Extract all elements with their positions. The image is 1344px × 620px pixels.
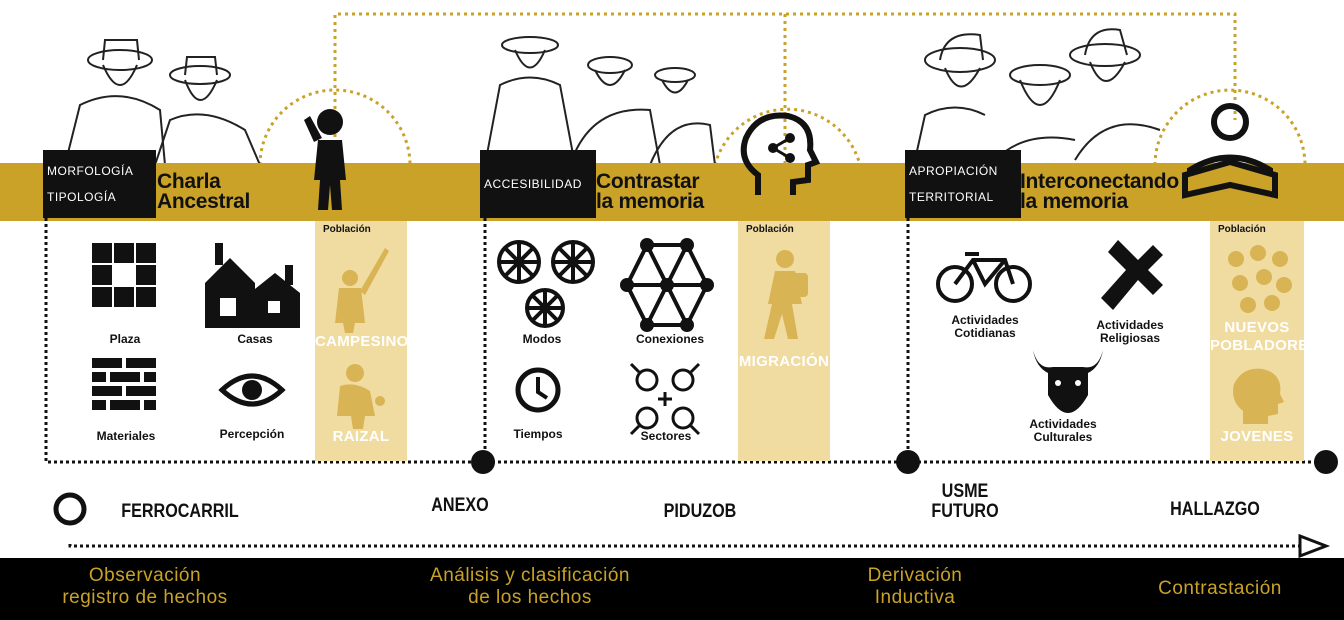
label-plaza: Plaza <box>109 332 141 346</box>
population-column-1: Población CAMPESINO RAIZAL <box>315 221 409 461</box>
population-campesino: CAMPESINO <box>315 333 409 350</box>
label-actividades-cotidianas: Actividades Cotidianas <box>951 313 1019 340</box>
section3-tag-line1: APROPIACIÓN <box>909 164 998 178</box>
walking-migrant-icon <box>764 250 808 339</box>
head-network-icon <box>740 112 821 195</box>
phases-bar <box>0 558 1344 620</box>
phase-observacion: Observación registro de hechos <box>40 565 250 609</box>
stop-usme-futuro: USME FUTURO <box>931 481 999 522</box>
plaza-icon <box>92 243 156 307</box>
section1-tag-line1: MORFOLOGÍA <box>47 164 134 178</box>
phase-observacion-line2: registro de hechos <box>62 587 228 608</box>
phase-contrastacion-line2: Contrastación <box>1158 578 1282 599</box>
section3-tag-line2: TERRITORIAL <box>909 190 994 204</box>
phase-observacion-line1: Observación <box>88 565 202 586</box>
population-raizal: RAIZAL <box>332 428 390 445</box>
population-column-2: Población MIGRACIÓN <box>738 221 830 461</box>
phase-derivacion-line1: Derivación <box>867 565 963 586</box>
top-connector <box>258 12 1307 166</box>
section3-title: Interconectando la memoria <box>1020 170 1179 213</box>
label-casas: Casas <box>237 332 273 346</box>
section2-title-line2: la memoria <box>596 190 704 213</box>
section1-tag: MORFOLOGÍA TIPOLOGÍA <box>43 150 156 218</box>
stop-piduzob: PIDUZOB <box>663 501 737 522</box>
farmer-icon <box>335 248 389 333</box>
gender-symbols-icon <box>629 362 701 436</box>
label-sectores: Sectores <box>640 429 692 443</box>
population-header: Población <box>323 224 371 235</box>
section2-title-line1: Contrastar <box>596 170 700 193</box>
worker-icon <box>337 364 385 429</box>
section-band <box>0 163 1344 221</box>
group-heads-icon <box>1228 245 1292 313</box>
phase-analisis-line2: de los hechos <box>468 587 592 608</box>
population-nuevos-pobladores: NUEVOS POBLADORES <box>1210 319 1319 354</box>
eye-icon <box>218 373 286 407</box>
phase-contrastacion: Contrastación <box>1140 578 1300 600</box>
network-icon <box>620 238 714 332</box>
section1-title: Charla Ancestral <box>157 170 251 213</box>
timeline-arrow <box>68 533 1331 559</box>
stop-anexo: ANEXO <box>431 495 489 516</box>
phase-derivacion: Derivación Inductiva <box>850 565 980 609</box>
section3-title-line2: la memoria <box>1020 190 1128 213</box>
timeline-frame <box>44 218 1338 474</box>
label-tiempos: Tiempos <box>513 427 563 441</box>
label-conexiones: Conexiones <box>635 332 704 346</box>
section1-title-line2: Ancestral <box>157 190 251 213</box>
phase-analisis-line1: Análisis y clasificación <box>430 565 630 586</box>
label-actividades-culturales: Actividades Culturales <box>1029 417 1097 444</box>
wheels-icon <box>497 240 595 328</box>
population-migracion: MIGRACIÓN <box>738 353 830 370</box>
section2-tag-line1: ACCESIBILIDAD <box>484 177 582 191</box>
houses-icon <box>205 243 300 328</box>
population-header-2: Población <box>746 224 794 235</box>
young-head-icon <box>1233 368 1284 424</box>
section1-tag-line2: TIPOLOGÍA <box>47 190 117 204</box>
stop-hallazgo: HALLAZGO <box>1170 499 1260 520</box>
population-jovenes: JOVENES <box>1220 428 1294 445</box>
phase-derivacion-line2: Inductiva <box>874 587 956 608</box>
section2-title: Contrastar la memoria <box>596 170 704 213</box>
stop-ferrocarril: FERROCARRIL <box>121 501 239 522</box>
bicycle-icon <box>936 252 1032 303</box>
label-materiales: Materiales <box>96 429 156 443</box>
phase-analisis: Análisis y clasificación de los hechos <box>395 565 665 609</box>
clock-icon <box>515 367 561 413</box>
section1-title-line1: Charla <box>157 170 221 193</box>
section3-tag: APROPIACIÓN TERRITORIAL <box>905 150 1021 218</box>
population-header-3: Población <box>1218 224 1266 235</box>
population-column-3: Población NUEVOS POBLADORES JOVENES <box>1210 221 1319 461</box>
bull-icon <box>1033 350 1103 413</box>
bricks-icon <box>92 358 156 410</box>
ancestors-illustration <box>64 39 261 166</box>
cross-icon <box>1101 240 1163 310</box>
reading-person-icon <box>1182 103 1278 199</box>
label-percepcion: Percepción <box>219 427 285 441</box>
section3-title-line1: Interconectando <box>1020 170 1179 193</box>
section2-tag: ACCESIBILIDAD <box>480 150 596 218</box>
label-actividades-religiosas: Actividades Religiosas <box>1096 318 1164 345</box>
thinking-person-icon <box>304 109 346 210</box>
label-modos: Modos <box>522 332 562 346</box>
community-illustration <box>484 36 716 166</box>
start-marker <box>53 492 87 526</box>
